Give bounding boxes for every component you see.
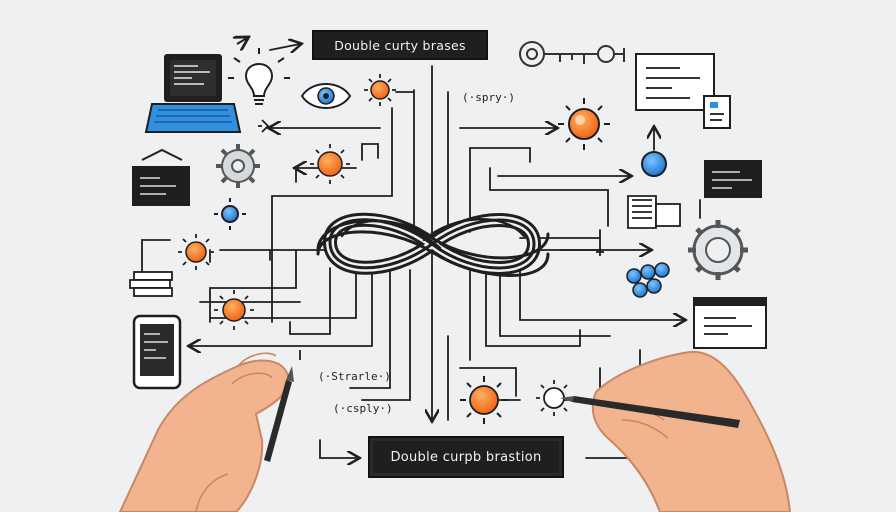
- blue-node-icon: [214, 198, 246, 230]
- top-label-text: Double curty brases: [334, 38, 466, 53]
- bottom-label-text: Double curpb brastion: [390, 450, 541, 465]
- code-window-icon: [704, 160, 762, 198]
- hand-icon: [593, 352, 790, 512]
- sun-icon: [178, 234, 214, 270]
- gear-icon: [688, 220, 748, 280]
- sun-icon: [310, 144, 350, 184]
- sun-icon: [558, 98, 610, 150]
- infinity-knot-icon: [318, 219, 548, 275]
- sun-icon: [214, 290, 254, 330]
- bottom-label-box: Double curpb brastion: [368, 436, 564, 478]
- book-stack-icon: [628, 196, 680, 228]
- molecule-icon: [627, 263, 669, 297]
- blue-node-icon: [642, 152, 666, 176]
- monitor-icon: [636, 54, 730, 128]
- key-icon: [520, 42, 624, 66]
- mobile-phone-icon: [134, 316, 180, 388]
- code-window-icon: [694, 298, 766, 348]
- sun-icon: [364, 74, 396, 106]
- gear-icon: [216, 144, 260, 188]
- tag-starle: (·Strarle·): [318, 370, 391, 383]
- tag-csply: (·csply·): [333, 402, 393, 415]
- laptop-icon: [146, 54, 240, 132]
- book-stack-icon: [130, 272, 172, 296]
- top-label-box: Double curty brases: [312, 30, 488, 60]
- tag-spry: (·spry·): [462, 91, 515, 104]
- code-window-icon: [132, 150, 190, 206]
- eye-icon: [302, 84, 350, 108]
